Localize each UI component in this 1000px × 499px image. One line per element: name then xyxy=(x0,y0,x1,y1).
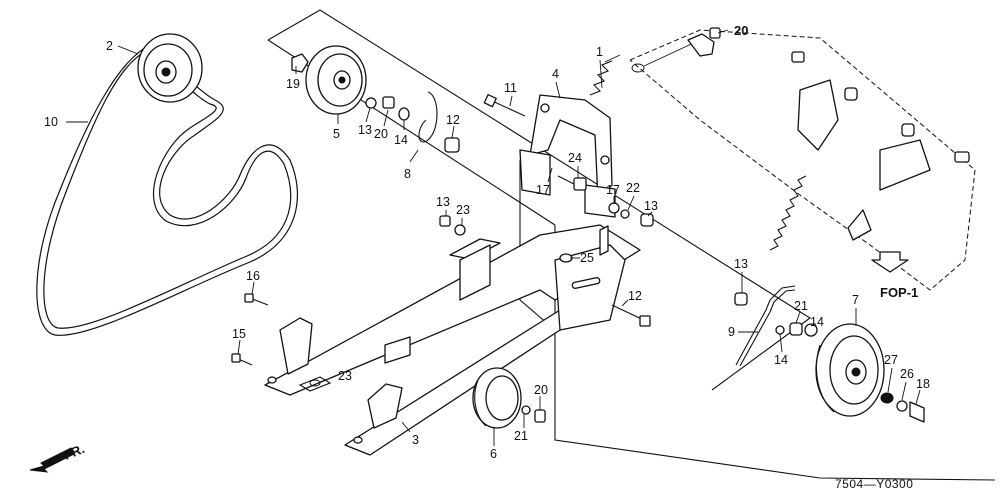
bolt-11 xyxy=(483,94,526,117)
callout-18: 18 xyxy=(916,377,930,391)
callout-20b-label: 20 xyxy=(534,383,548,397)
fop-reference-label: FOP-1 xyxy=(880,285,918,300)
callout-12-label: 12 xyxy=(628,289,642,303)
callout-13b: 13 xyxy=(644,199,658,213)
main-frame-3 xyxy=(264,224,641,456)
callout-27: 27 xyxy=(884,353,898,367)
collar-19 xyxy=(291,53,309,73)
callout-22: 21 xyxy=(514,429,528,443)
callout-11: 11 xyxy=(504,81,517,95)
callout-13a: 12 xyxy=(446,113,460,127)
callout-23b: 23 xyxy=(456,203,470,217)
mount-bracket xyxy=(279,317,313,375)
fop-arrow-icon xyxy=(871,251,909,273)
idler-pulley-5 xyxy=(291,45,367,115)
bracket-4 xyxy=(519,94,616,218)
callout-15: 15 xyxy=(232,327,246,341)
front-direction-arrow xyxy=(29,447,75,473)
callout-5: 5 xyxy=(333,127,340,141)
pivot-plate xyxy=(554,225,626,331)
callout-21b: 21 xyxy=(794,299,808,313)
callout-14b: 14 xyxy=(394,133,408,147)
callout-23a: 22 xyxy=(626,181,640,195)
callout-3: 3 xyxy=(412,433,419,447)
fop-brackets xyxy=(769,51,970,251)
callout-25: 26 xyxy=(900,367,914,381)
callout-10: 10 xyxy=(44,115,58,129)
callout-4: 4 xyxy=(552,67,559,81)
spring-clip-8 xyxy=(418,91,438,143)
callout-7: 7 xyxy=(852,293,859,307)
fop-dashed-group xyxy=(629,29,976,291)
callout-17a: 17 xyxy=(536,183,550,197)
callout-14a: 13 xyxy=(358,123,372,137)
pulley-7 xyxy=(775,322,925,423)
callout-24: 23 xyxy=(338,369,352,383)
leader-lines xyxy=(66,29,921,446)
callout-16: 16 xyxy=(246,269,260,283)
spring-1 xyxy=(589,39,701,96)
bolt-12 xyxy=(611,304,651,327)
callout-8: 8 xyxy=(404,167,411,181)
callout-17b: 17 xyxy=(606,183,620,197)
callout-19: 19 xyxy=(286,77,300,91)
callout-1: 1 xyxy=(596,45,603,59)
callout-14c: 14 xyxy=(810,315,824,329)
callout-labels: 2 10 1 4 11 19 5 13 20 14 8 12 17 24 17 … xyxy=(44,23,930,461)
bolts-15-16 xyxy=(231,293,269,366)
callout-14d: 14 xyxy=(774,353,788,367)
diagram-code: 7504—Y0300 xyxy=(835,477,913,491)
callout-21a: 20 xyxy=(374,127,388,141)
callout-6: 6 xyxy=(490,447,497,461)
clip-24 xyxy=(298,376,332,392)
top-hardware xyxy=(365,91,460,153)
callout-20a: 20 xyxy=(734,23,748,38)
belt-assembly xyxy=(36,33,299,336)
callout-13d: 13 xyxy=(734,257,748,271)
callout-26a: 24 xyxy=(568,151,582,165)
center-hardware xyxy=(439,175,654,263)
idler-pulley-6 xyxy=(472,367,546,429)
callout-2: 2 xyxy=(106,39,113,53)
callout-9: 9 xyxy=(728,325,735,339)
callout-26b: 25 xyxy=(580,251,594,265)
callout-13c: 13 xyxy=(436,195,450,209)
top-nut-20 xyxy=(687,27,721,57)
lever-9 xyxy=(734,285,796,367)
front-label: FR. xyxy=(62,441,87,463)
